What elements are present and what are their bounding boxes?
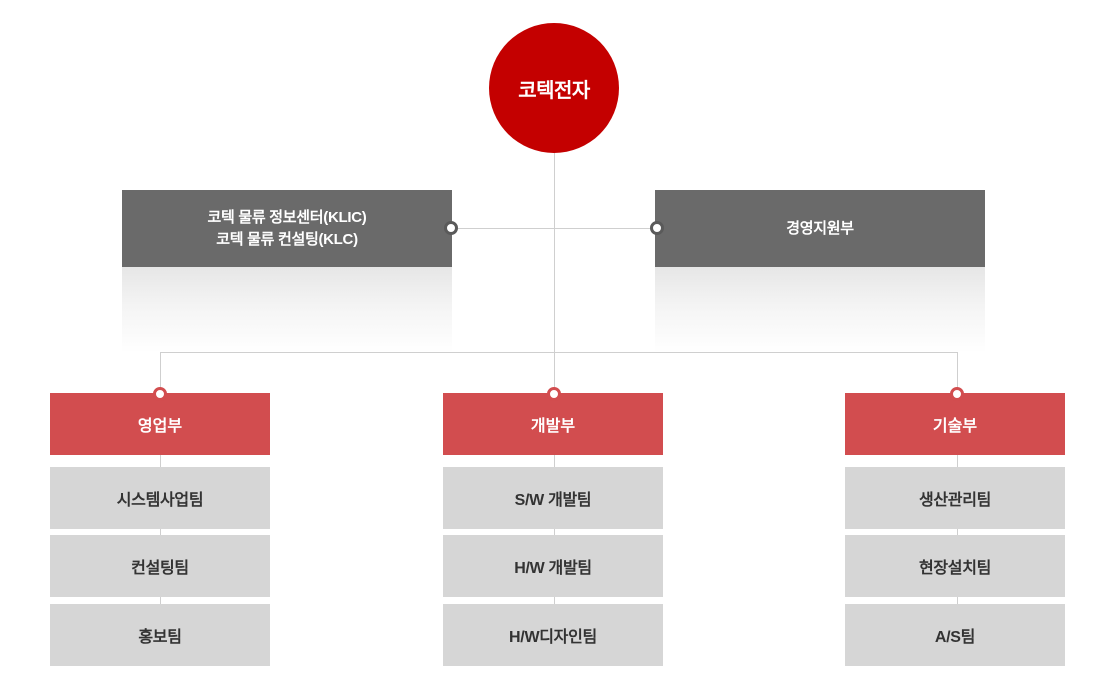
- department-sales: 영업부: [50, 393, 270, 455]
- team-label: 시스템사업팀: [116, 492, 204, 509]
- team-label: H/W디자인팀: [509, 629, 597, 646]
- department-bus-line: [160, 352, 958, 353]
- staff-box-management: 경영지원부: [655, 190, 985, 267]
- team-label: 생산관리팀: [918, 492, 992, 509]
- staff-connector-line: [451, 228, 657, 229]
- team-box: S/W 개발팀: [443, 467, 663, 529]
- team-box: 현장설치팀: [845, 535, 1065, 597]
- root-label: 코텍전자: [518, 79, 590, 102]
- staff-box-shadow-right: [655, 267, 985, 353]
- team-box: 시스템사업팀: [50, 467, 270, 529]
- staff-box-logistics-line-1: 코텍 물류 정보센터(KLIC): [207, 208, 367, 226]
- department-dot-sales: [153, 387, 167, 401]
- department-drop-line-right: [957, 352, 958, 394]
- root-node: 코텍전자: [489, 23, 619, 153]
- team-box: H/W디자인팀: [443, 604, 663, 666]
- department-drop-line-left: [160, 352, 161, 394]
- department-dot-technical: [950, 387, 964, 401]
- staff-box-shadow-left: [122, 267, 452, 353]
- team-box: 홍보팀: [50, 604, 270, 666]
- department-sales-label: 영업부: [137, 418, 183, 435]
- staff-box-logistics: 코텍 물류 정보센터(KLIC) 코텍 물류 컨설팅(KLC): [122, 190, 452, 267]
- team-label: 현장설치팀: [918, 560, 992, 577]
- team-box: A/S팀: [845, 604, 1065, 666]
- staff-box-logistics-line-2: 코텍 물류 컨설팅(KLC): [216, 230, 358, 248]
- department-technical-label: 기술부: [932, 418, 978, 435]
- team-box: 생산관리팀: [845, 467, 1065, 529]
- department-development-label: 개발부: [530, 418, 576, 435]
- staff-box-management-label: 경영지원부: [786, 219, 854, 237]
- team-box: 컨설팅팀: [50, 535, 270, 597]
- team-label: 컨설팅팀: [131, 560, 189, 577]
- team-label: H/W 개발팀: [514, 560, 592, 577]
- team-label: A/S팀: [934, 629, 976, 646]
- department-dot-development: [547, 387, 561, 401]
- department-development: 개발부: [443, 393, 663, 455]
- staff-connector-dot-left: [444, 221, 458, 235]
- department-technical: 기술부: [845, 393, 1065, 455]
- team-box: H/W 개발팀: [443, 535, 663, 597]
- team-label: 홍보팀: [138, 629, 182, 646]
- team-label: S/W 개발팀: [514, 492, 592, 509]
- staff-connector-dot-right: [650, 221, 664, 235]
